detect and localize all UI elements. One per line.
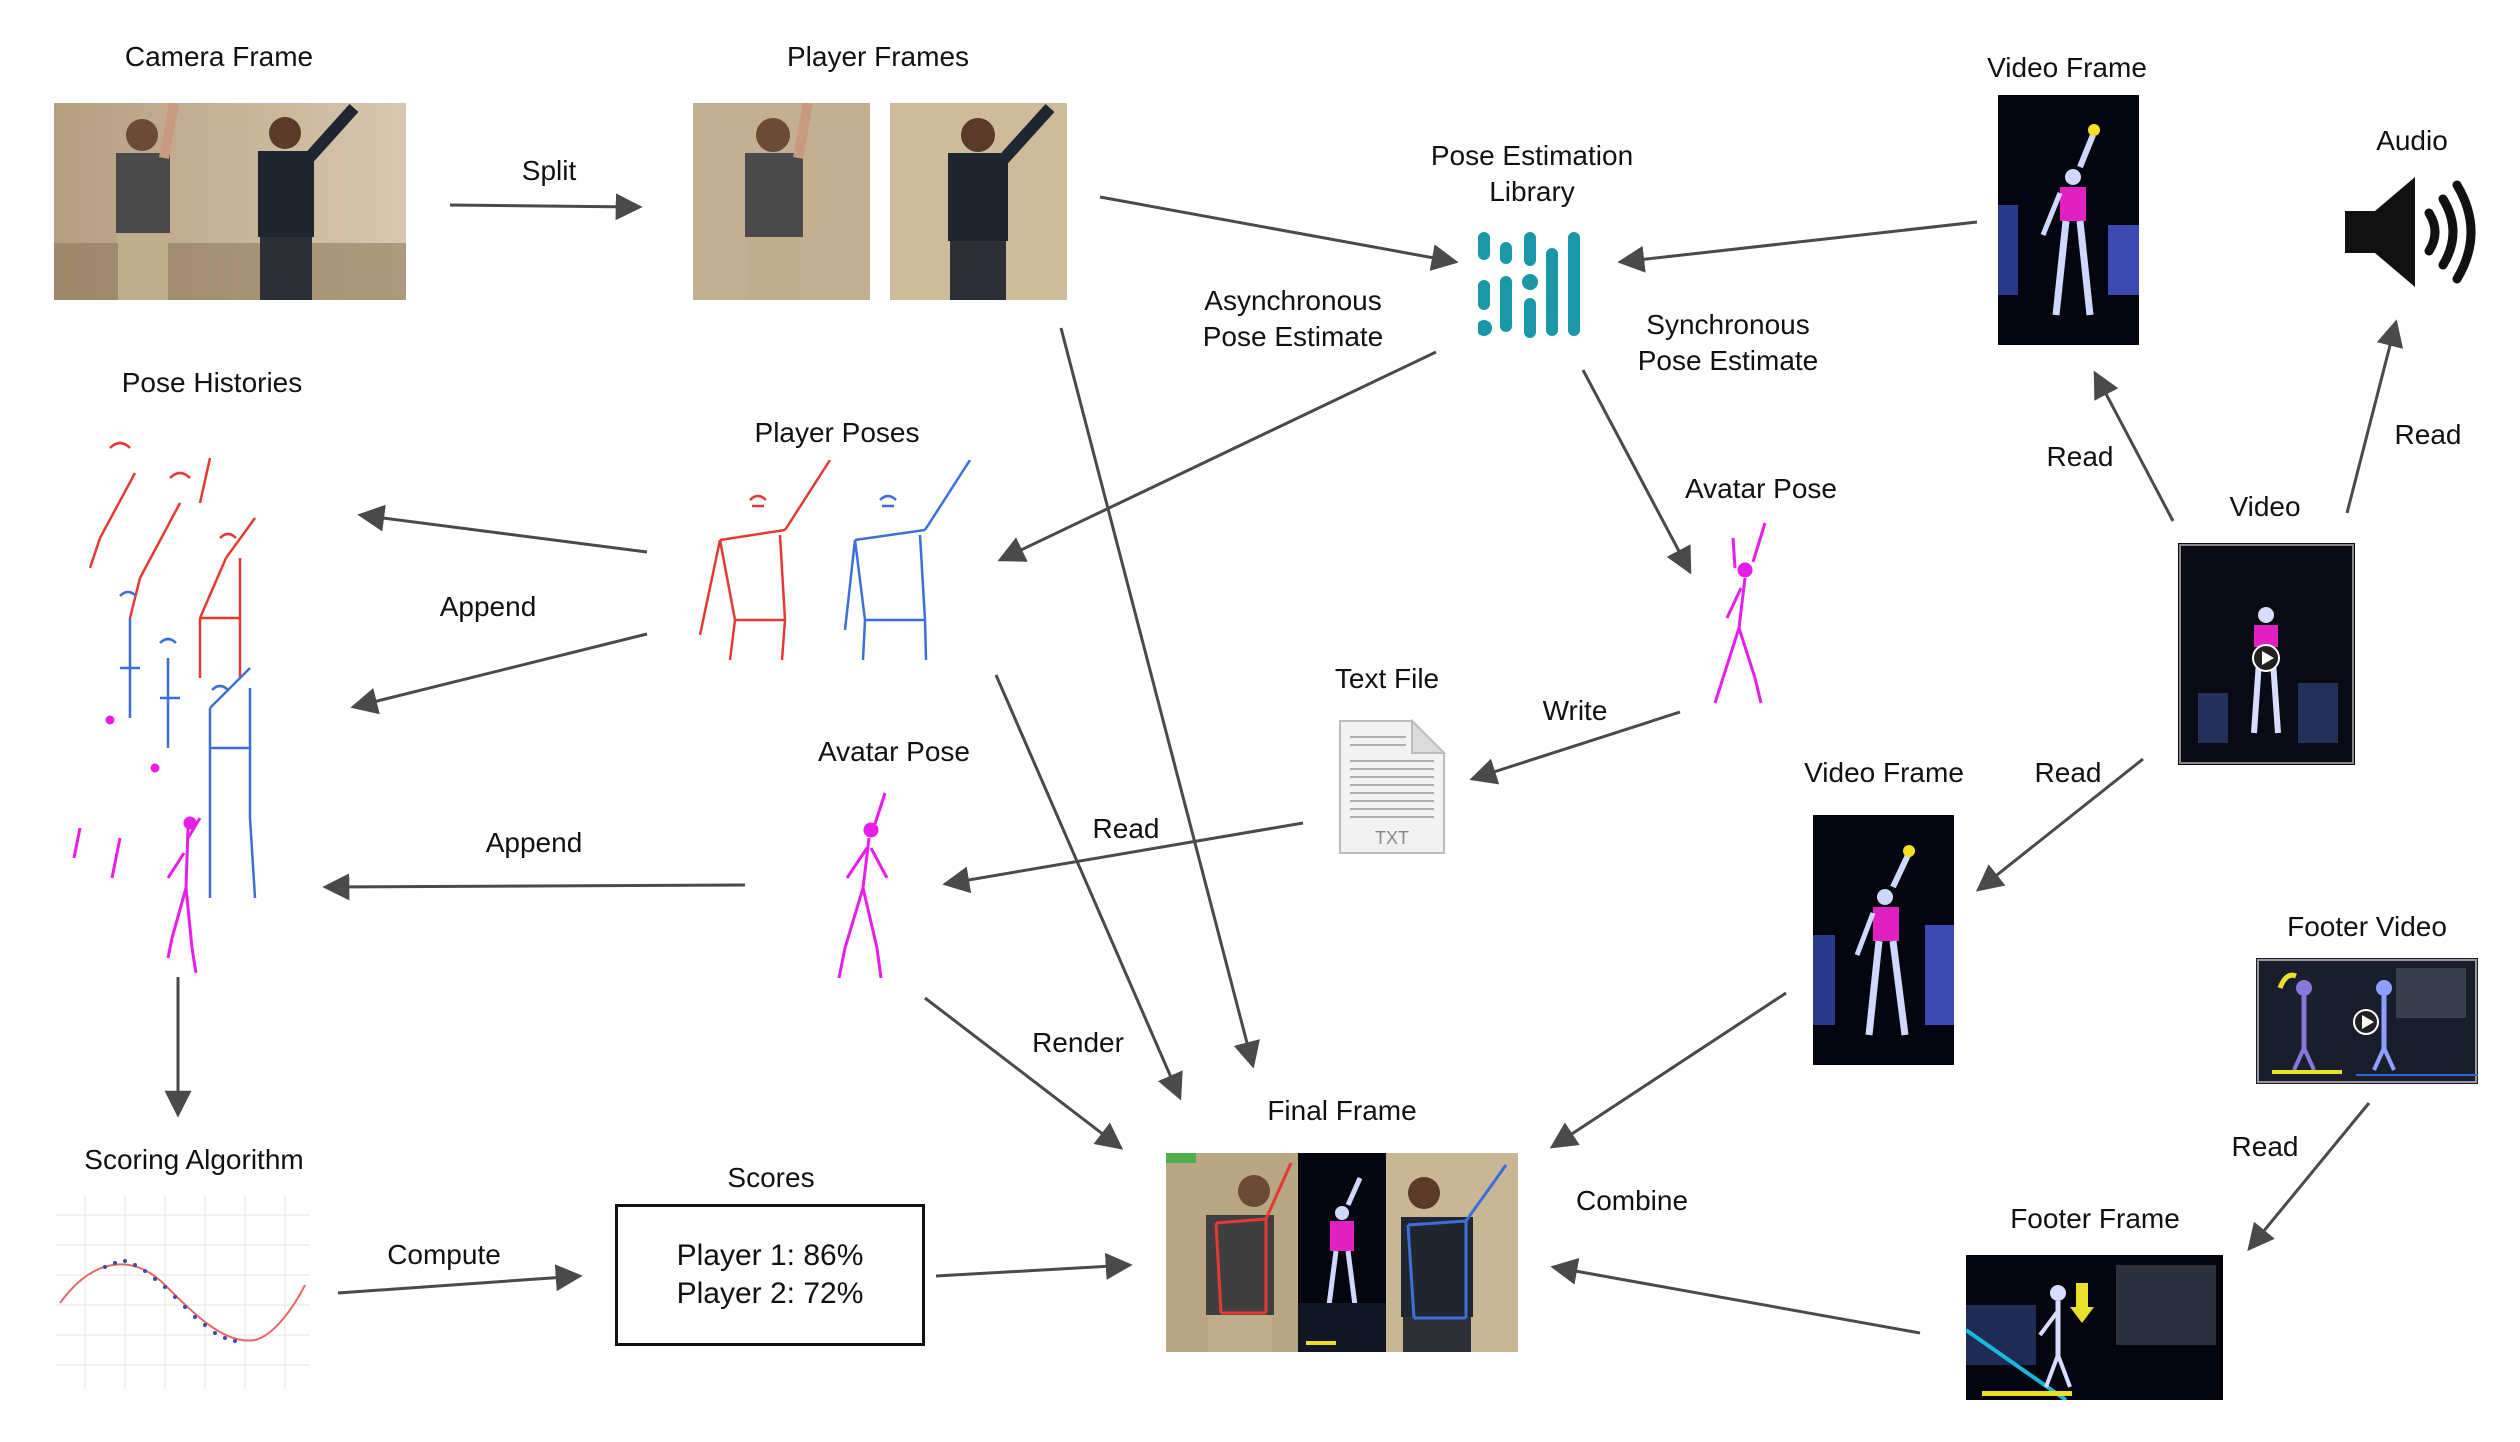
avatar-pose-mid-label: Avatar Pose (817, 736, 971, 767)
pose-library-logo-icon (1478, 232, 1580, 338)
text-file-icon: TXT (1339, 718, 1447, 854)
scoring-algorithm-label: Scoring Algorithm (84, 1144, 304, 1175)
speaker-icon (2345, 177, 2476, 287)
combine-label: Combine (1575, 1185, 1689, 1216)
arrow-video-to-mid-frame (1975, 757, 2144, 892)
video-frame-mid-image (1813, 815, 1954, 1065)
arrow-combine (1550, 1258, 1921, 1335)
player2-skeleton (843, 460, 972, 661)
arrow-mid-frame-to-final (1549, 991, 1787, 1149)
arrow-split (449, 193, 643, 221)
player-poses-label: Player Poses (754, 417, 920, 448)
arrow-scores-to-final (935, 1252, 1133, 1280)
read-video-label: Read (2034, 757, 2102, 788)
arrow-compute (337, 1264, 583, 1295)
pose-histories-image (72, 441, 257, 974)
footer-video-image[interactable] (2256, 958, 2478, 1084)
score-player2: Player 2: 72% (676, 1277, 864, 1310)
player-frame-1-image (693, 103, 870, 300)
score-player1: Player 1: 86% (676, 1239, 864, 1272)
video-frame-top-image (1998, 95, 2139, 345)
pose-library-label-line2: Library (1489, 176, 1575, 207)
append-label-1: Append (439, 591, 537, 622)
arrow-sync (1581, 369, 1692, 575)
arrow-append-1a (357, 504, 648, 554)
scores-label: Scores (727, 1162, 815, 1193)
read-to-audio-label: Read (2394, 419, 2462, 450)
player1-skeleton (698, 460, 832, 661)
arrow-video-read-frame (2093, 370, 2175, 522)
avatar-pose-right-image (1713, 522, 1767, 704)
video-thumbnail-icon[interactable] (2178, 543, 2355, 765)
arrow-append-1b (350, 632, 648, 715)
video-label: Video (2229, 491, 2301, 522)
footer-video-label: Footer Video (2287, 911, 2447, 942)
player-poses-image (698, 460, 972, 661)
text-file-label: Text File (1334, 663, 1440, 694)
arrow-async (997, 350, 1437, 562)
read-to-video-frame-label: Read (2046, 441, 2114, 472)
scoring-algorithm-plot (55, 1195, 310, 1390)
player-frame-2-image (890, 103, 1067, 300)
append-label-2: Append (485, 827, 583, 858)
sync-label-line1: Synchronous (1646, 309, 1810, 340)
arrow-video-read-audio (2345, 319, 2404, 514)
arrow-append-2 (322, 873, 746, 901)
arrow-write (1469, 710, 1681, 785)
read-textfile-label: Read (1092, 813, 1160, 844)
video-frame-top-label: Video Frame (1987, 52, 2147, 83)
read-footer-label: Read (2231, 1131, 2299, 1162)
arrow-frames-to-final (1059, 327, 1260, 1069)
arrow-render (924, 996, 1124, 1150)
footer-frame-label: Footer Frame (2010, 1203, 2180, 1234)
camera-frame-label: Camera Frame (124, 41, 314, 72)
render-label: Render (1032, 1027, 1124, 1058)
sync-label-line2: Pose Estimate (1637, 345, 1819, 376)
split-label: Split (521, 155, 577, 186)
arrow-frames-to-lib (1099, 195, 1459, 271)
arrow-footer-read (2247, 1102, 2371, 1252)
avatar-pose-mid-image (837, 792, 889, 979)
compute-label: Compute (387, 1239, 501, 1270)
footer-frame-image (1966, 1255, 2223, 1400)
arrow-read-textfile (942, 821, 1304, 894)
arrow-video-frame-to-lib (1617, 220, 1978, 273)
avatar-pose-right-label: Avatar Pose (1684, 473, 1838, 504)
async-label-line2: Pose Estimate (1202, 321, 1384, 352)
final-frame-image (1166, 1153, 1518, 1352)
final-frame-label: Final Frame (1267, 1095, 1417, 1126)
scores-box: Player 1: 86% Player 2: 72% (615, 1204, 925, 1346)
camera-frame-image (54, 103, 406, 300)
arrow-poses-to-final (994, 674, 1183, 1101)
player-frames-label: Player Frames (786, 41, 970, 72)
write-label: Write (1542, 695, 1608, 726)
text-file-icon-caption: TXT (1375, 828, 1409, 848)
audio-label: Audio (2376, 125, 2448, 156)
async-label-line1: Asynchronous (1204, 285, 1382, 316)
pose-histories-label: Pose Histories (121, 367, 303, 398)
video-frame-mid-label: Video Frame (1804, 757, 1964, 788)
pose-library-label-line1: Pose Estimation (1430, 140, 1634, 171)
